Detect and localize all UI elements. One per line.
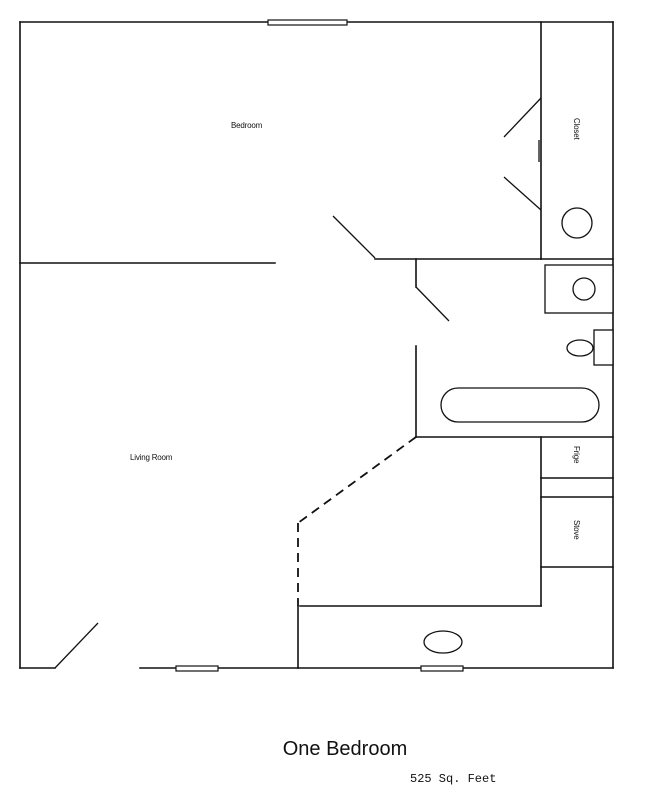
toilet-icon: [566, 339, 594, 357]
stove-label: Stove: [572, 520, 581, 540]
closet-label: Closet: [572, 118, 581, 140]
bathroom: [415, 258, 614, 438]
water-heater-icon: [561, 207, 593, 239]
window-bottom-right: [420, 665, 464, 672]
outer-walls: [19, 21, 614, 669]
kitchen-counter-line: [297, 436, 417, 524]
bedroom-door: [332, 215, 376, 259]
entry-door: [54, 622, 99, 669]
fridge-label: Frige: [572, 446, 581, 464]
plan-title: One Bedroom: [282, 738, 408, 760]
window-bottom-left: [175, 665, 219, 672]
kitchen: [297, 436, 614, 669]
living-room-label: Living Room: [130, 453, 173, 462]
bathroom-door: [415, 286, 450, 322]
bedroom-label: Bedroom: [231, 121, 263, 130]
sink-icon: [572, 277, 596, 301]
closet: [503, 21, 593, 260]
toilet-tank: [593, 329, 614, 366]
bathtub-icon: [440, 387, 600, 423]
square-footage: 525 Sq. Feet: [410, 772, 497, 786]
kitchen-sink-icon: [423, 630, 463, 654]
window-top: [267, 19, 348, 26]
